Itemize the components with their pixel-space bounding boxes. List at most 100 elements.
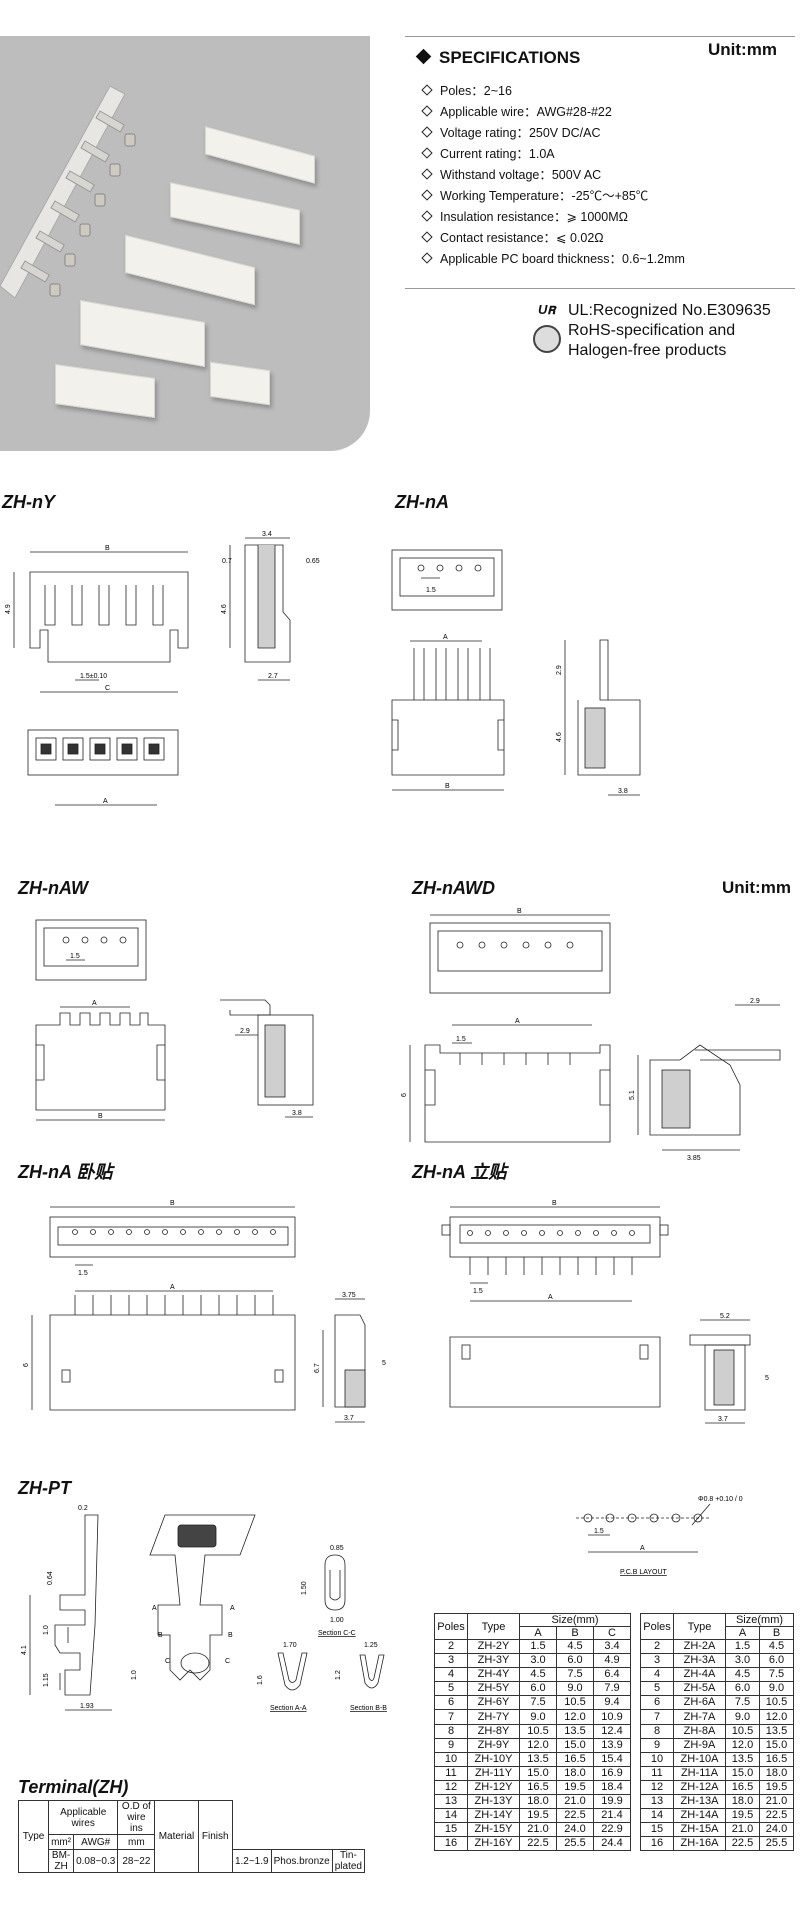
section-title-terminal: Terminal(ZH) [18,1777,129,1797]
table-cell: 9.0 [759,1681,794,1697]
spec-item: Withstand voltage：500V AC [421,164,601,183]
table-cell: 7.5 [759,1667,794,1683]
dim-ny-w4: 2.7 [268,673,278,680]
table-cell: 10 [640,1751,674,1767]
table-cell: 16.5 [725,1779,760,1796]
th-od: O.D of wire ins [117,1800,156,1835]
table-cell: 13.5 [725,1751,760,1767]
table-cell: 3.0 [519,1653,557,1669]
dim-na-pitch: 1.5 [426,587,436,594]
table-cell: 4 [640,1667,674,1683]
table-cell: ZH-7Y [467,1709,520,1725]
drawing-zh-ny: B 4.9 1.5±0.10 C 3.4 0.7 0.65 4.6 2.7 [0,530,360,825]
label-pt-sec-a-right: A [230,1605,235,1612]
table-cell: 6.0 [725,1681,760,1697]
dim-na-h2: 4.6 [556,732,563,742]
table-cell: 14 [640,1808,674,1824]
terminal-table: Type Applicable wires O.D of wire ins Ma… [17,1800,366,1873]
dim-nawd-h: 6 [401,1093,408,1097]
dim-pt-d115: 1.15 [43,1673,50,1687]
table-cell: 24.4 [593,1836,631,1852]
table-cell: 18.0 [725,1794,760,1810]
dim-na-h1: 2.9 [556,665,563,675]
th-wires: Applicable wires [48,1800,119,1835]
dim-li-b: B [552,1200,557,1207]
section-title-zh-nawd: ZH-nAWD [412,878,495,898]
section-title-zh-pt: ZH-PT [18,1478,71,1498]
table-cell: ZH-9A [673,1737,726,1753]
table-cell: 9.0 [519,1709,557,1725]
table-cell: 16.5 [556,1751,594,1767]
table-cell: 3 [640,1653,674,1669]
table-cell: 4.5 [556,1638,594,1655]
drawing-zh-na-vertical-smt: B 1.5 A 5.2 5 3.7 [420,1195,795,1440]
table-cell: 12.0 [759,1709,794,1725]
caption-section-bb: Section B-B [350,1705,387,1712]
table-cell: ZH-3Y [467,1653,520,1669]
dim-naw-w: 3.8 [292,1110,302,1117]
table-cell: ZH-11A [673,1765,726,1781]
table-cell: 6.0 [556,1653,594,1669]
table-cell: 13.9 [593,1737,631,1753]
table-cell: ZH-13A [673,1794,726,1810]
table-cell: 13 [640,1794,674,1810]
dim-pt-d10b: 1.0 [131,1670,138,1680]
table-cell: ZH-12A [673,1779,726,1796]
table-cell: 10.5 [556,1695,594,1711]
dim-naw-a: A [92,1000,97,1007]
dim-pt-d16: 1.6 [257,1675,264,1685]
table-cell: 12.0 [556,1709,594,1725]
th-type: Type [467,1613,520,1640]
table-cell: 3.0 [725,1653,760,1669]
dim-li-pitch: 1.5 [473,1288,483,1295]
table-cell: 21.0 [759,1794,794,1810]
dim-wo-w1: 3.75 [342,1292,356,1299]
rohs-text-1: RoHS-specification and [568,322,736,339]
dim-nawd-b: B [517,908,522,915]
th-type: Type [673,1613,726,1640]
section-title-zh-na: ZH-nA [395,492,449,512]
dim-wo-h: 6 [23,1363,30,1367]
table-cell: ZH-2A [673,1638,726,1655]
spec-item: Contact resistance：⩽ 0.02Ω [421,227,604,246]
dim-nawd-w2: 3.85 [687,1155,701,1162]
table-cell: 21.0 [556,1794,594,1810]
rohs-logo-icon [533,325,561,353]
table-cell: 4 [434,1667,468,1683]
table-cell: 15.0 [556,1737,594,1753]
table-cell: 2 [434,1638,468,1655]
th-a: A [519,1626,557,1640]
table-cell: 3.4 [593,1638,631,1655]
dim-naw-h: 2.9 [240,1028,250,1035]
table-cell: 7 [434,1709,468,1725]
table-cell: 7.5 [519,1695,557,1711]
label-pt-sec-a-left: A [152,1605,157,1612]
table-cell: 16 [640,1836,674,1852]
drawing-zh-nawd: B A 1.5 6 2.9 5.1 3.85 [400,905,795,1165]
table-cell: 14 [434,1808,468,1824]
unit-label: Unit:mm [708,40,777,59]
section-title-zh-naw: ZH-nAW [18,878,88,898]
table-cell: ZH-4Y [467,1667,520,1683]
table-cell: 19.5 [725,1808,760,1824]
th-poles: Poles [434,1613,468,1640]
table-cell: ZH-15Y [467,1822,520,1838]
table-cell: ZH-6A [673,1695,726,1711]
dim-nawd-h2: 5.1 [629,1090,636,1100]
dim-ny-w3: 0.65 [306,558,320,565]
table-cell: 16.5 [519,1779,557,1796]
table-cell: 16 [434,1836,468,1852]
section-title-zh-na-vertical-smt: ZH-nA 立贴 [412,1162,507,1182]
table-cell: 9 [640,1737,674,1753]
dim-pt-d12: 1.2 [335,1670,342,1680]
table-cell: 11 [640,1765,674,1781]
table-cell: 9.4 [593,1695,631,1711]
spec-item: Applicable wire：AWG#28-#22 [421,101,612,120]
th-material: Material [154,1800,199,1873]
table-cell: 7.5 [556,1667,594,1683]
